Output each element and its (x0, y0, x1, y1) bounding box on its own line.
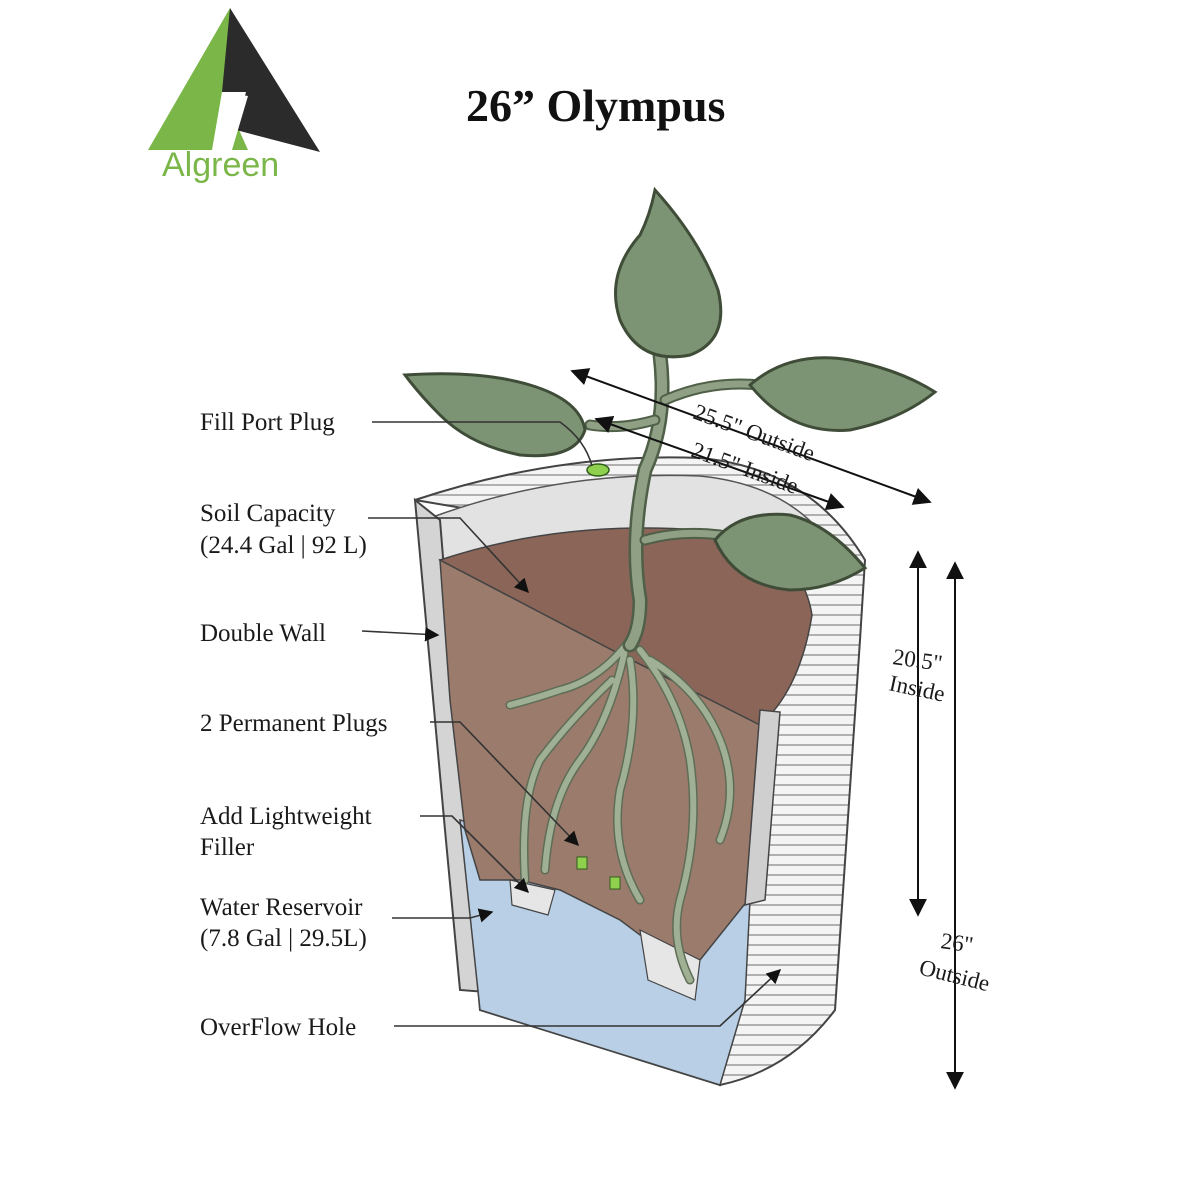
inner-wall-slab (744, 709, 781, 906)
fill-port-plug-icon (586, 463, 610, 477)
label-double-wall: Double Wall (200, 620, 326, 647)
label-water-reservoir-value: (7.8 Gal | 29.5L) (200, 925, 367, 952)
label-soil-capacity: Soil Capacity (200, 500, 336, 527)
dimension-arrows (570, 368, 964, 1090)
callout-labels: Fill Port Plug Soil Capacity (24.4 Gal |… (200, 409, 388, 1041)
leader-overflow (394, 969, 782, 1027)
leader-double-wall (361, 627, 440, 642)
label-permanent-plugs: 2 Permanent Plugs (200, 710, 388, 737)
permanent-plug-icon (576, 856, 588, 870)
leader-soil (368, 517, 529, 594)
leader-filler (420, 815, 530, 894)
label-overflow-hole: OverFlow Hole (200, 1014, 356, 1041)
dim-inside-height-label: Inside (887, 670, 947, 706)
leaf-right (747, 356, 938, 432)
algreen-logo: Algreen (148, 8, 320, 184)
leader-reservoir (392, 908, 494, 923)
label-add-filler-line2: Filler (200, 834, 255, 861)
leaf-lower (713, 512, 868, 592)
label-fill-port-plug: Fill Port Plug (200, 409, 335, 436)
leader-plugs (430, 721, 579, 847)
permanent-plug-icon (609, 876, 621, 890)
label-add-filler-line1: Add Lightweight (200, 803, 372, 830)
leaf-left (402, 372, 587, 458)
inside-width-arrow (594, 415, 845, 511)
algreen-triangle-icon (148, 8, 320, 152)
page-title: 26” Olympus (466, 80, 725, 131)
logo-wordmark: Algreen (162, 146, 279, 184)
dim-outside-height-value: 26" (939, 928, 975, 957)
label-soil-capacity-value: (24.4 Gal | 92 L) (200, 532, 367, 559)
label-water-reservoir: Water Reservoir (200, 894, 363, 921)
leaf-top (614, 186, 723, 359)
